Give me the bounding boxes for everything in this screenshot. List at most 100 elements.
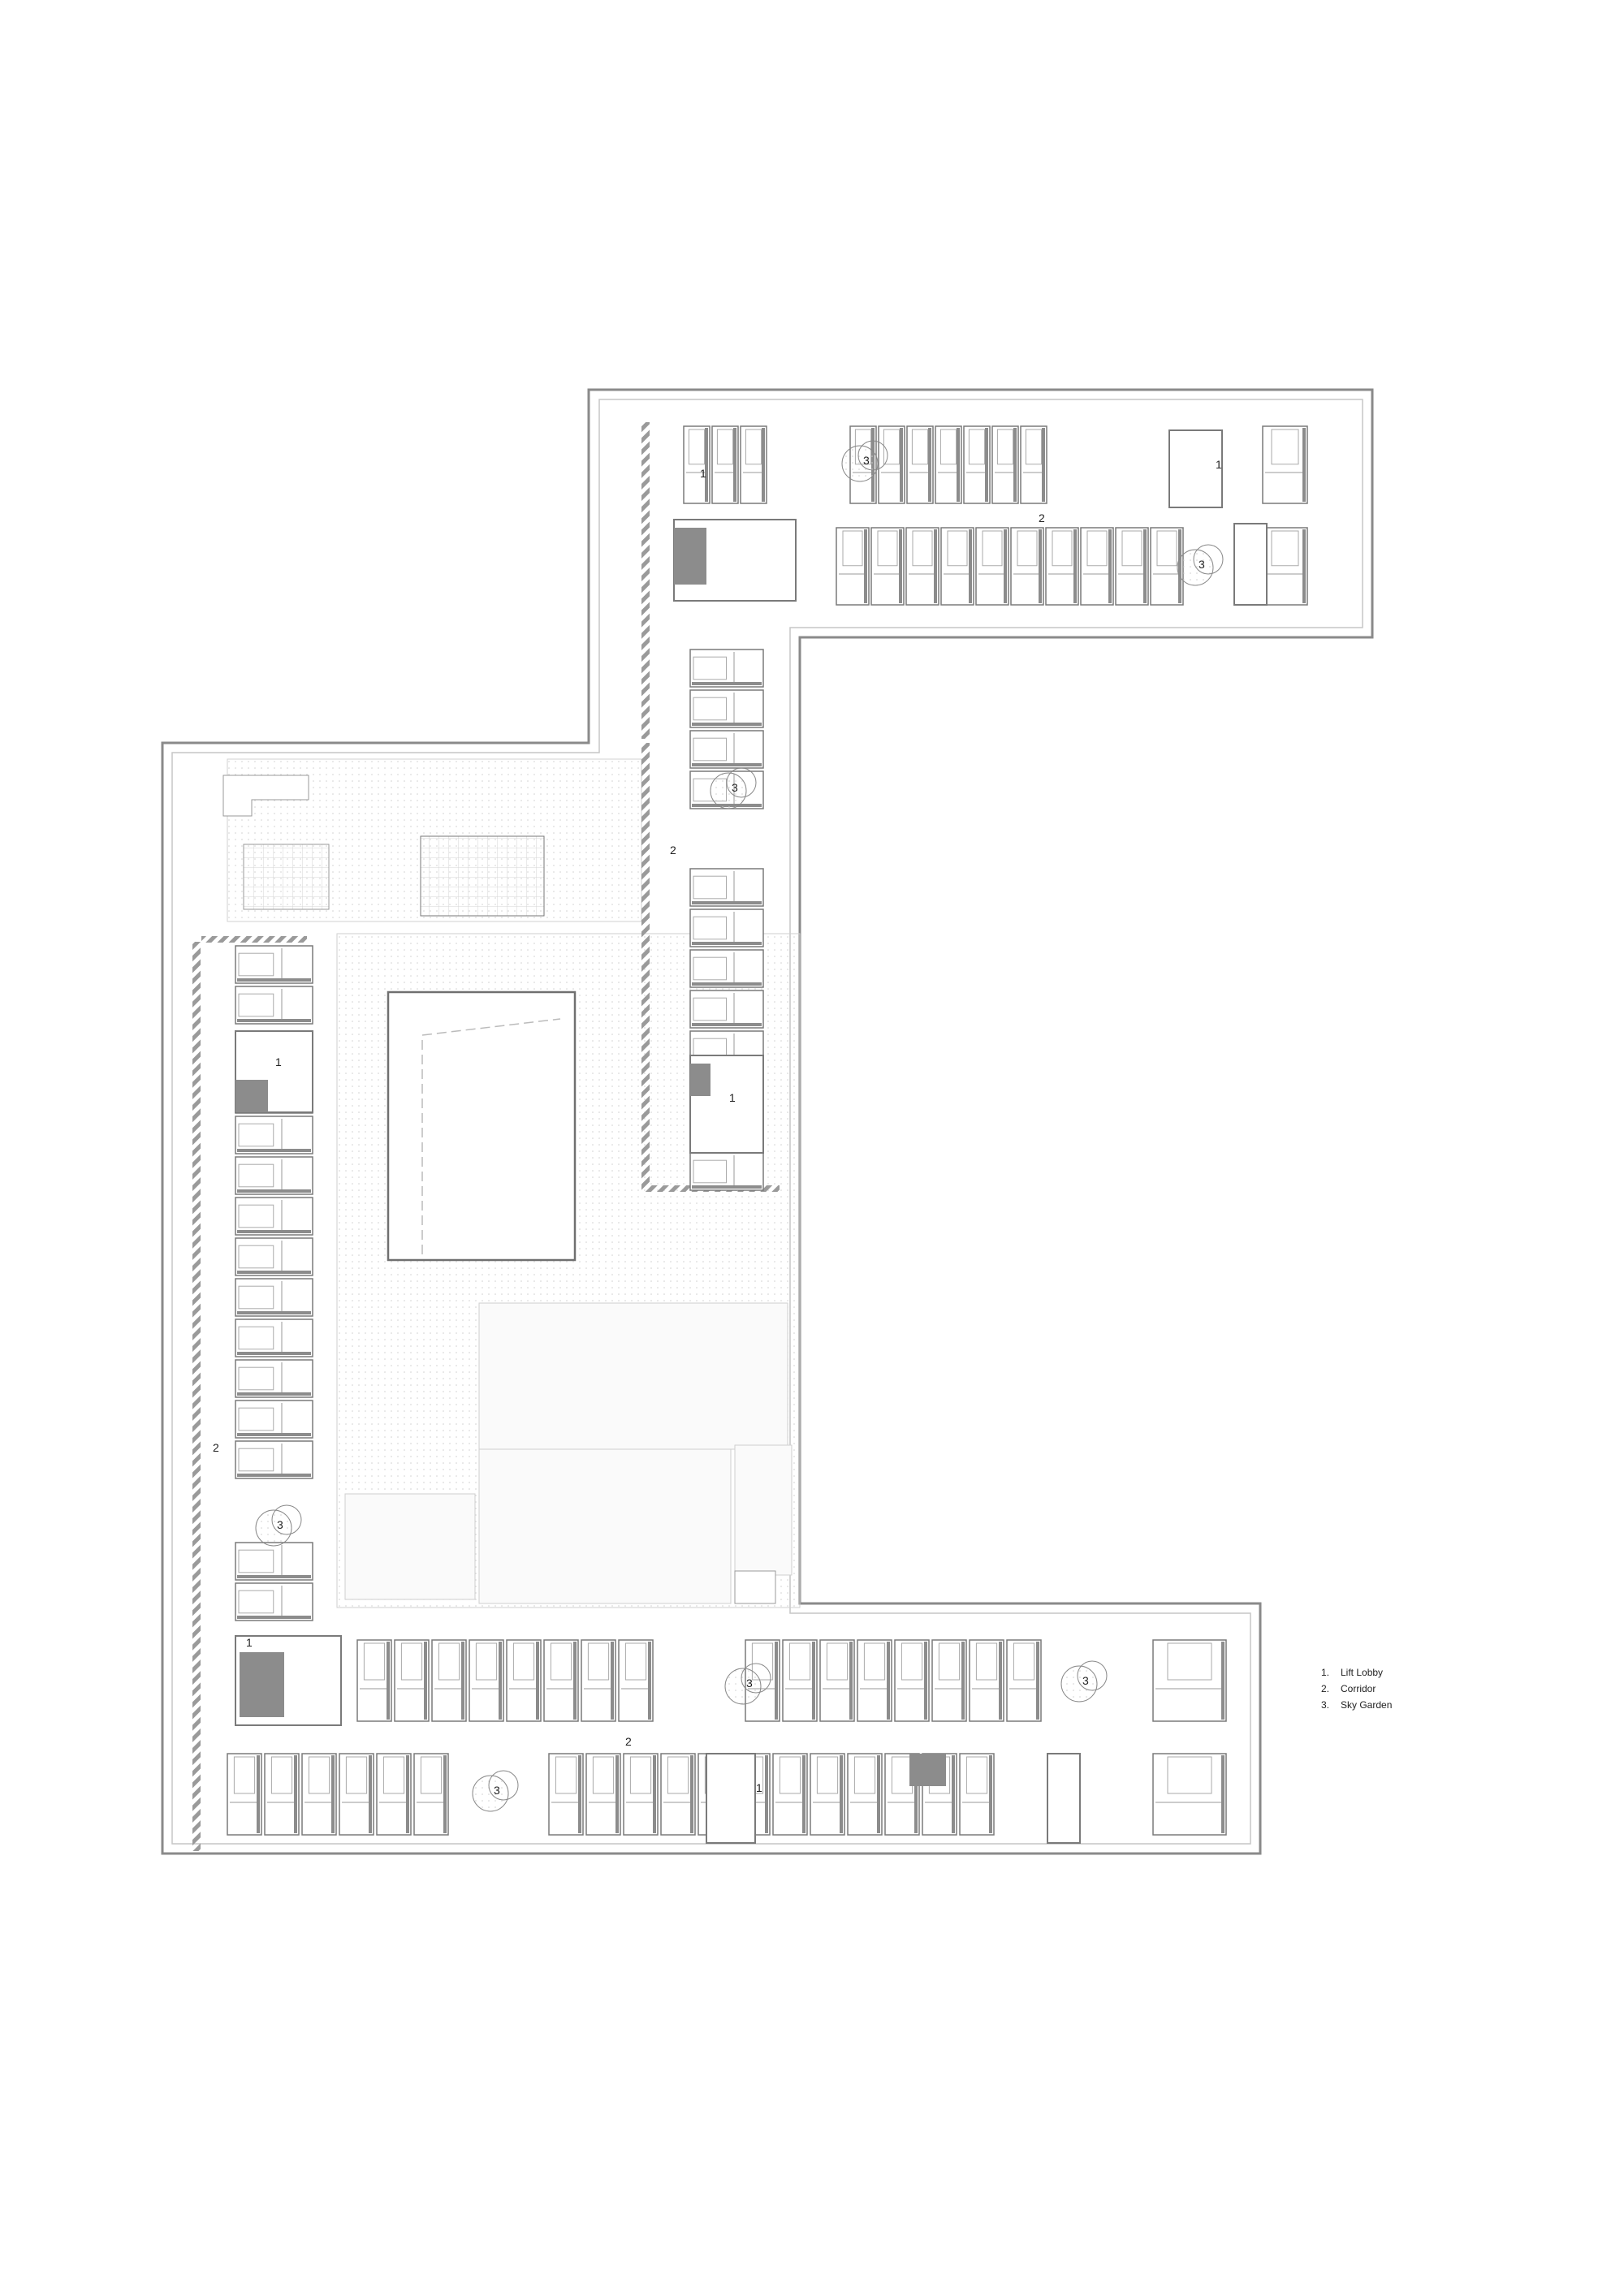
- unit-wall: [887, 1642, 890, 1720]
- unit-outline: [235, 1582, 313, 1621]
- unit-bath: [667, 1756, 689, 1794]
- facade-strip: [192, 942, 201, 1851]
- marker-corridor: 2: [213, 1441, 219, 1454]
- tree-canopy: [1060, 1665, 1098, 1703]
- apartment-unit: [772, 1753, 808, 1836]
- unit-bath: [308, 1756, 330, 1794]
- unit-bath: [693, 997, 727, 1021]
- apartment-unit: [689, 1152, 764, 1191]
- apartment-unit: [1010, 527, 1044, 606]
- apartment-unit: [1262, 527, 1308, 606]
- apartment-unit: [235, 1278, 313, 1317]
- marker-sky-garden: 3: [494, 1784, 500, 1797]
- unit-bath: [947, 530, 968, 567]
- marker-sky-garden: 3: [1199, 558, 1205, 571]
- unit-bath: [968, 429, 986, 465]
- tree-canopy: [741, 1663, 771, 1694]
- stair-terrace: [222, 775, 309, 817]
- unit-outline: [847, 1753, 883, 1836]
- unit-wall: [1302, 428, 1306, 502]
- unit-bath: [693, 875, 727, 900]
- unit-bath: [624, 1642, 647, 1681]
- unit-outline: [235, 1197, 313, 1236]
- marker-lift-lobby: 1: [275, 1055, 282, 1068]
- apartment-unit: [906, 425, 934, 504]
- unit-bath: [1271, 530, 1299, 567]
- unit-wall: [733, 428, 736, 502]
- apartment-unit: [905, 527, 939, 606]
- marker-lift-lobby: 1: [700, 467, 706, 480]
- unit-wall: [989, 1755, 992, 1833]
- unit-bath: [238, 952, 274, 977]
- unit-wall: [237, 1616, 311, 1619]
- unit-wall: [999, 1642, 1002, 1720]
- apartment-unit: [969, 1639, 1004, 1722]
- pool-line: [421, 1018, 561, 1254]
- marker-sky-garden: 3: [277, 1518, 283, 1531]
- unit-outline: [431, 1639, 467, 1722]
- apartment-unit: [935, 425, 962, 504]
- tree-canopy: [726, 767, 757, 798]
- apartment-unit: [581, 1639, 616, 1722]
- unit-outline: [235, 1542, 313, 1581]
- unit-wall: [237, 1392, 311, 1396]
- tree-canopy: [1177, 549, 1214, 586]
- apartment-unit: [689, 649, 764, 688]
- unit-wall: [536, 1642, 539, 1720]
- unit-wall: [611, 1642, 614, 1720]
- apartment-unit: [431, 1639, 467, 1722]
- unit-outline: [782, 1639, 818, 1722]
- unit-wall: [864, 529, 867, 603]
- unit-wall: [690, 1755, 693, 1833]
- apartment-unit: [689, 730, 764, 769]
- unit-outline: [884, 1753, 920, 1836]
- apartment-unit: [235, 986, 313, 1025]
- apartment-unit: [660, 1753, 696, 1836]
- apartment-unit: [689, 908, 764, 947]
- apartment-unit: [235, 1116, 313, 1154]
- unit-bath: [238, 1326, 274, 1350]
- unit-outline: [1115, 527, 1149, 606]
- unit-wall: [957, 428, 960, 502]
- unit-bath: [853, 1756, 876, 1794]
- tree-canopy: [255, 1509, 292, 1547]
- unit-outline: [969, 1639, 1004, 1722]
- marker-lift-lobby: 1: [246, 1636, 253, 1649]
- unit-bath: [1167, 1642, 1212, 1681]
- unit-outline: [905, 527, 939, 606]
- marker-sky-garden: 3: [863, 454, 870, 467]
- unit-bath: [1017, 530, 1038, 567]
- unit-outline: [235, 1359, 313, 1398]
- apartment-unit: [810, 1753, 845, 1836]
- apartment-unit: [235, 1440, 313, 1479]
- apartment-unit: [376, 1753, 412, 1836]
- unit-wall: [775, 1642, 778, 1720]
- bench: [734, 1570, 776, 1604]
- unit-outline: [235, 1318, 313, 1357]
- tree-canopy: [857, 440, 888, 471]
- unit-bath: [587, 1642, 610, 1681]
- unit-bath: [592, 1756, 615, 1794]
- unit-outline: [227, 1753, 262, 1836]
- apartment-unit: [506, 1639, 542, 1722]
- unit-bath: [779, 1756, 801, 1794]
- apartment-unit: [235, 1400, 313, 1439]
- unit-bath: [238, 993, 274, 1017]
- unit-outline: [660, 1753, 696, 1836]
- tree-canopy: [271, 1504, 302, 1535]
- unit-wall: [692, 1023, 762, 1026]
- unit-outline: [506, 1639, 542, 1722]
- unit-bath: [863, 1642, 886, 1681]
- unit-outline: [1045, 527, 1079, 606]
- unit-bath: [826, 1642, 849, 1681]
- unit-outline: [810, 1753, 845, 1836]
- unit-wall: [653, 1755, 656, 1833]
- unit-bath: [688, 429, 706, 465]
- unit-bath: [1013, 1642, 1035, 1681]
- marker-corridor: 2: [1039, 511, 1045, 524]
- apartment-unit: [227, 1753, 262, 1836]
- apartment-unit: [940, 527, 974, 606]
- unit-bath: [938, 1642, 961, 1681]
- unit-wall: [692, 942, 762, 945]
- apartment-unit: [782, 1639, 818, 1722]
